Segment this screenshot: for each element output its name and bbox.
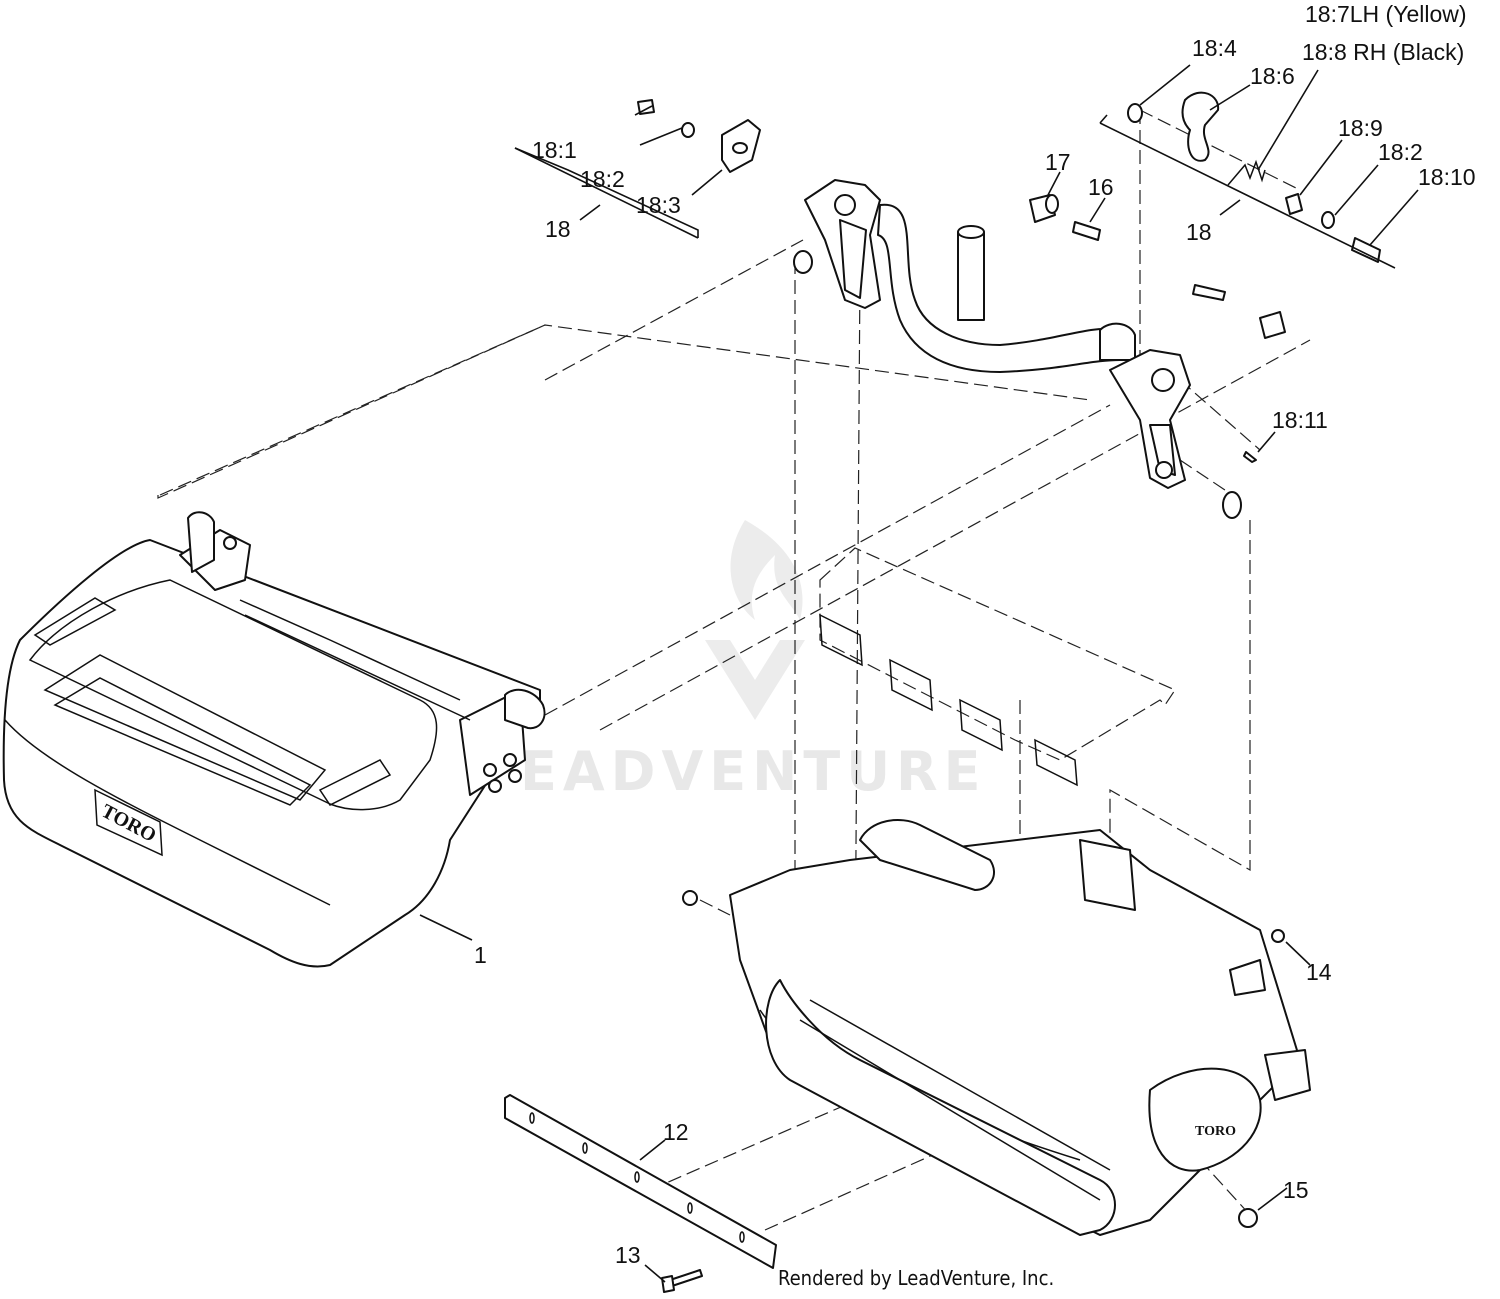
label-15: 15 bbox=[1283, 1177, 1309, 1203]
rear-shield-bar-part bbox=[504, 1094, 777, 1269]
label-18-2-right: 18:2 bbox=[1378, 139, 1423, 165]
label-18-10: 18:10 bbox=[1418, 164, 1476, 190]
label-18-2-left: 18:2 bbox=[580, 166, 625, 192]
grass-basket-part: TORO bbox=[2, 511, 546, 968]
label-18-6: 18:6 bbox=[1250, 63, 1295, 89]
leader-lines bbox=[419, 64, 1419, 1283]
label-12: 12 bbox=[663, 1119, 689, 1145]
left-kit-hardware bbox=[637, 99, 761, 173]
label-16: 16 bbox=[1088, 174, 1114, 200]
label-18-1: 18:1 bbox=[532, 137, 577, 163]
kit-brackets bbox=[514, 114, 1396, 269]
label-18-4: 18:4 bbox=[1192, 35, 1237, 61]
watermark-text: EADVENTURE bbox=[520, 740, 987, 803]
label-18-7: 18:7LH (Yellow) bbox=[1305, 1, 1467, 27]
label-1: 1 bbox=[474, 942, 487, 968]
watermark-logo-icon bbox=[705, 520, 805, 720]
misc-hardware bbox=[1029, 194, 1286, 519]
label-18-right: 18 bbox=[1186, 219, 1212, 245]
label-18-9: 18:9 bbox=[1338, 115, 1383, 141]
watermark: EADVENTURE bbox=[520, 520, 987, 803]
render-credit: Rendered by LeadVenture, Inc. bbox=[778, 1266, 1054, 1290]
label-18-11: 18:11 bbox=[1272, 407, 1328, 433]
bolt-13-part bbox=[661, 1269, 703, 1293]
label-18-8: 18:8 RH (Black) bbox=[1302, 39, 1464, 65]
shield-plate-part bbox=[819, 547, 1176, 787]
label-14: 14 bbox=[1306, 959, 1332, 985]
basket-hanger-part bbox=[793, 179, 1191, 489]
part-labels: 18:7LH (Yellow) 18:8 RH (Black) 18:4 18:… bbox=[474, 1, 1476, 1268]
reel-logo-icon: TORO bbox=[1195, 1124, 1236, 1139]
label-18-3: 18:3 bbox=[636, 192, 681, 218]
reel-cutting-unit-part: TORO bbox=[682, 819, 1311, 1236]
label-17: 17 bbox=[1045, 149, 1071, 175]
right-kit-hardware bbox=[1127, 91, 1381, 263]
label-13: 13 bbox=[615, 1242, 641, 1268]
label-18-left: 18 bbox=[545, 216, 571, 242]
